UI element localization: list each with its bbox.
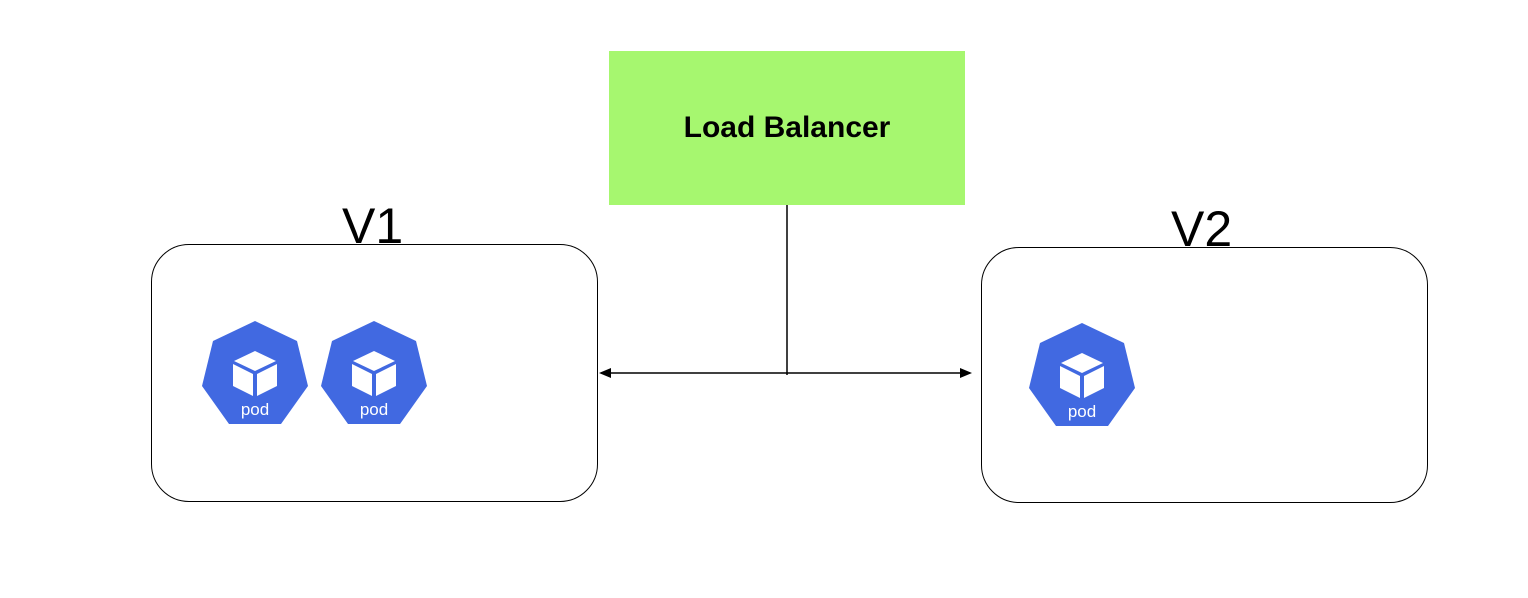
kubernetes-pod-icon — [1029, 323, 1135, 426]
load-balancer-label: Load Balancer — [683, 111, 891, 144]
group-title-v2: V2 — [1171, 201, 1233, 257]
group-title-v1: V1 — [342, 198, 404, 254]
kubernetes-pod-icon — [202, 321, 308, 424]
kubernetes-pod-icon — [321, 321, 427, 424]
pod-v1-1[interactable]: pod — [201, 320, 309, 426]
pod-v2-1[interactable]: pod — [1028, 322, 1136, 428]
pod-v1-2[interactable]: pod — [320, 320, 428, 426]
load-balancer-box[interactable]: Load Balancer — [609, 51, 965, 205]
